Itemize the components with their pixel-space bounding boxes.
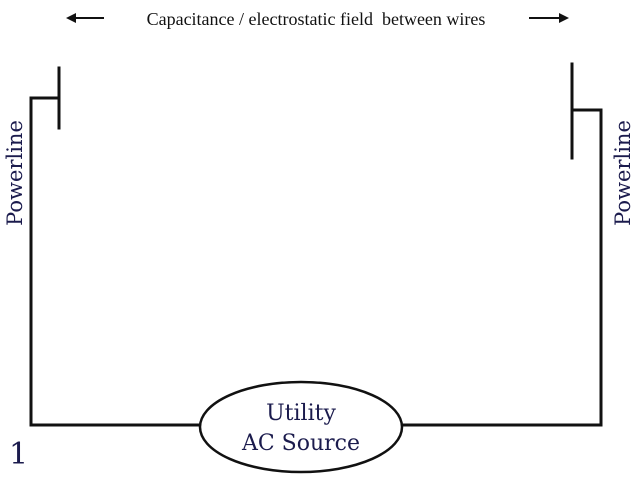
source-label-line2: AC Source xyxy=(241,431,360,456)
title-left-arrowhead xyxy=(66,13,76,23)
title-group: Capacitance / electrostatic field betwee… xyxy=(66,9,569,29)
figure-number: 1 xyxy=(9,437,28,472)
right-powerline-label: Powerline xyxy=(611,120,635,226)
circuit-wires xyxy=(29,62,603,427)
left-powerline-label: Powerline xyxy=(3,120,27,226)
left-wire xyxy=(29,96,204,427)
ac-source-ellipse xyxy=(198,380,404,474)
diagram-title: Capacitance / electrostatic field betwee… xyxy=(147,9,486,29)
source-label-line1: Utility xyxy=(266,401,336,426)
title-right-arrowhead xyxy=(559,13,569,23)
right-wire xyxy=(402,108,603,427)
